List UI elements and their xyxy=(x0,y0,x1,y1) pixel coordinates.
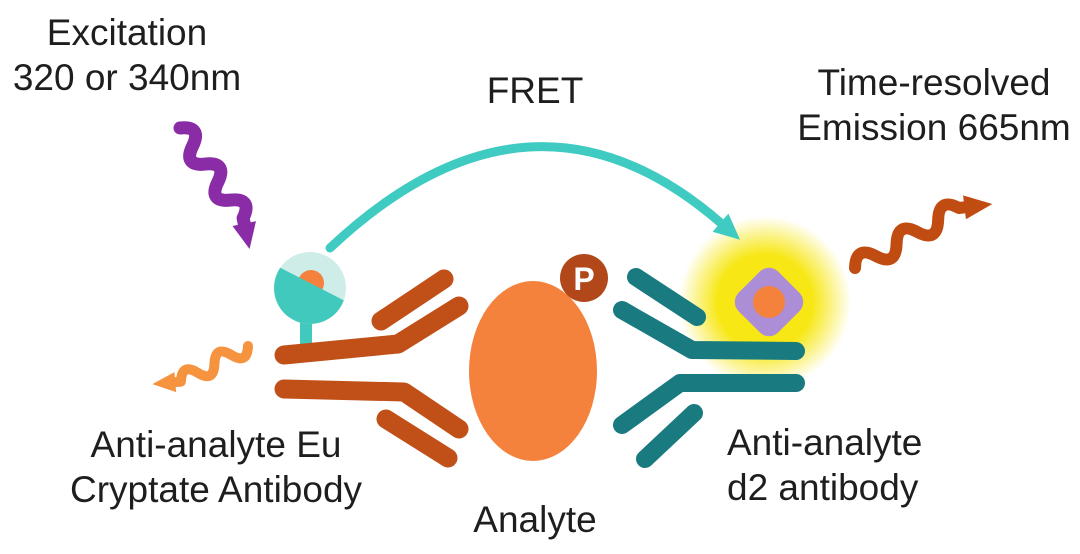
acceptor-emission-arrow-path xyxy=(849,195,993,274)
acceptor-antibody-label-line2: d2 antibody xyxy=(727,467,919,508)
emission-label: Time-resolved Emission 665nm xyxy=(797,60,1071,150)
donor-antibody-label-line1: Anti-analyte Eu xyxy=(90,424,342,465)
donor-antibody-label-line2: Cryptate Antibody xyxy=(69,469,363,510)
d2-core xyxy=(753,286,785,318)
donor-heavy-chain-top xyxy=(274,296,469,365)
donor-heavy-chain-bottom xyxy=(274,379,469,439)
emission-label-line2: Emission 665nm xyxy=(797,107,1071,148)
fret-label: FRET xyxy=(486,70,584,111)
excitation-label-line1: Excitation xyxy=(46,12,208,53)
cryptate-shade-group xyxy=(274,253,346,324)
acceptor-heavy-chain-bottom xyxy=(613,374,805,434)
emission-label-line1: Time-resolved xyxy=(817,62,1051,103)
excitation-arrow-icon xyxy=(173,121,256,250)
donor-antibody xyxy=(274,269,469,468)
phospho-badge-circle xyxy=(560,254,608,302)
excitation-arrow-path xyxy=(173,121,256,250)
acceptor-light-chain-top xyxy=(627,268,706,326)
donor-antibody-label: Anti-analyte Eu Cryptate Antibody xyxy=(70,422,362,512)
acceptor-emission-arrow-icon xyxy=(849,195,993,274)
acceptor-antibody xyxy=(613,268,805,468)
cryptate-shade xyxy=(274,253,346,324)
d2-acceptor-icon xyxy=(734,267,804,337)
acceptor-antibody-label: Anti-analyte d2 antibody xyxy=(727,420,922,510)
phospho-badge-letter: P xyxy=(573,261,594,297)
donor-emission-arrow-icon xyxy=(152,341,253,393)
excitation-label-line2: 320 or 340nm xyxy=(12,57,242,98)
donor-light-chain-top xyxy=(371,269,454,331)
donor-emission-arrow-path xyxy=(152,341,253,393)
acceptor-heavy-chain-top xyxy=(613,301,805,360)
acceptor-light-chain-bottom xyxy=(636,404,703,468)
excitation-label: Excitation 320 or 340nm xyxy=(13,10,241,100)
acceptor-antibody-label-line1: Anti-analyte xyxy=(727,422,923,463)
analyte-shape xyxy=(469,281,597,461)
phospho-badge: P xyxy=(560,254,608,302)
eu-cryptate-icon xyxy=(274,252,346,358)
fret-arrow-icon xyxy=(325,142,741,253)
analyte-label: Analyte xyxy=(473,499,597,540)
donor-light-chain-bottom xyxy=(376,409,458,468)
